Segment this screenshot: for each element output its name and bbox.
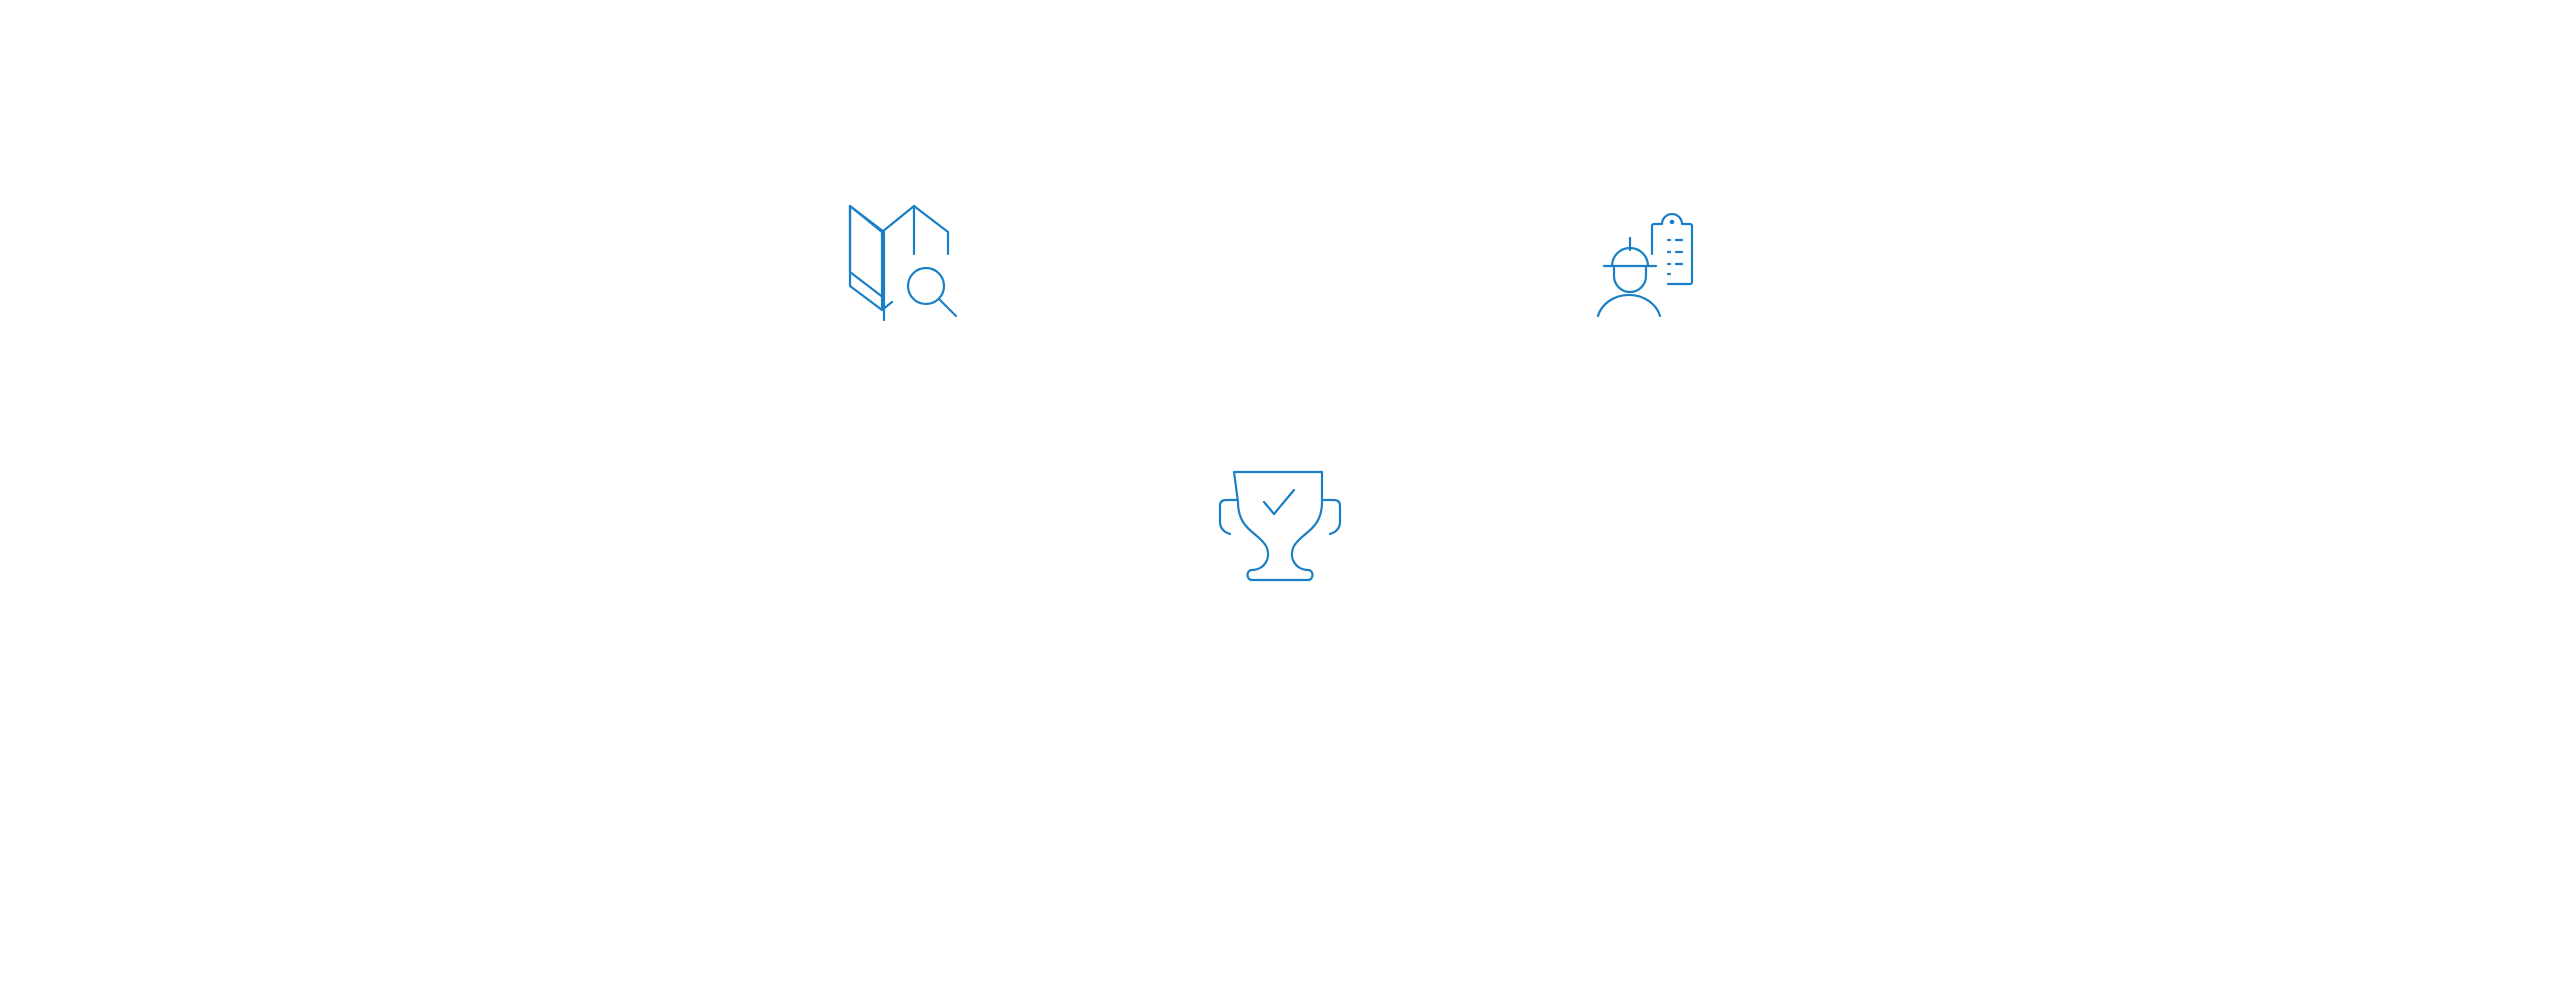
map-search-icon	[848, 204, 960, 322]
trophy-check-icon	[1218, 470, 1342, 586]
engineer-clipboard-icon	[1596, 206, 1710, 318]
